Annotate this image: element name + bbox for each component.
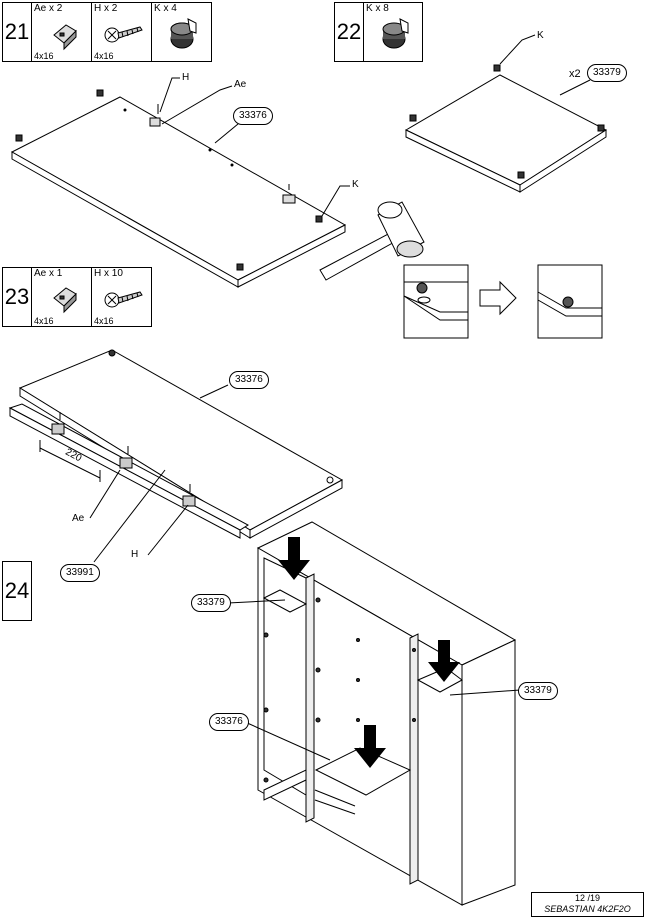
step-23-number: 23 xyxy=(2,267,32,327)
screw-icon xyxy=(104,291,143,308)
step-21-number: 21 xyxy=(2,2,32,62)
part-qty: 4x16 xyxy=(94,316,114,326)
panel-code-33379-left: 33379 xyxy=(191,594,231,612)
screw-icon xyxy=(104,26,143,43)
part-qty: 4x16 xyxy=(34,316,54,326)
step-22-number: 22 xyxy=(334,2,364,62)
part-label: K x 8 xyxy=(366,3,389,14)
angle-bracket-icon xyxy=(53,287,77,314)
step-24-number: 24 xyxy=(2,561,32,621)
callout-h: H xyxy=(182,72,190,83)
panel-code-33379-right: 33379 xyxy=(518,682,558,700)
step-21-part-k: K x 4 xyxy=(151,2,212,62)
model-name: SEBASTIAN 4K2F2O xyxy=(544,904,631,914)
callout-ae: Ae xyxy=(72,513,85,524)
angle-bracket-icon xyxy=(53,24,77,51)
callout-ae: Ae xyxy=(234,79,247,90)
part-label: H x 10 xyxy=(94,268,123,279)
part-qty: 4x16 xyxy=(34,51,54,61)
panel-code-33376: 33376 xyxy=(229,371,269,389)
rail-code-33991: 33991 xyxy=(60,564,100,582)
cam-lock-icon xyxy=(170,18,197,49)
callout-k: K xyxy=(352,179,359,190)
part-label: Ae x 2 xyxy=(34,3,63,14)
step-23-part-ae: Ae x 1 4x16 xyxy=(31,267,92,327)
panel-code-33379: 33379 xyxy=(587,64,627,82)
cam-lock-icon xyxy=(382,18,409,49)
multiplier: x2 xyxy=(569,68,581,80)
part-label: H x 2 xyxy=(94,3,118,14)
callout-k-22: K xyxy=(537,30,544,41)
callout-h: H xyxy=(131,549,139,560)
part-label: Ae x 1 xyxy=(34,268,63,279)
page-number: 12 /19 xyxy=(574,893,601,903)
panel-code-33376: 33376 xyxy=(233,107,273,125)
step-23-part-h: H x 10 4x16 xyxy=(91,267,152,327)
panel-code-33376-middle: 33376 xyxy=(209,713,249,731)
part-qty: 4x16 xyxy=(94,51,114,61)
footer-box: 12 /19 SEBASTIAN 4K2F2O xyxy=(531,892,644,917)
step-22-part-k: K x 8 xyxy=(363,2,423,62)
step-21-part-ae: Ae x 2 4x16 xyxy=(31,2,92,62)
part-label: K x 4 xyxy=(154,3,177,14)
